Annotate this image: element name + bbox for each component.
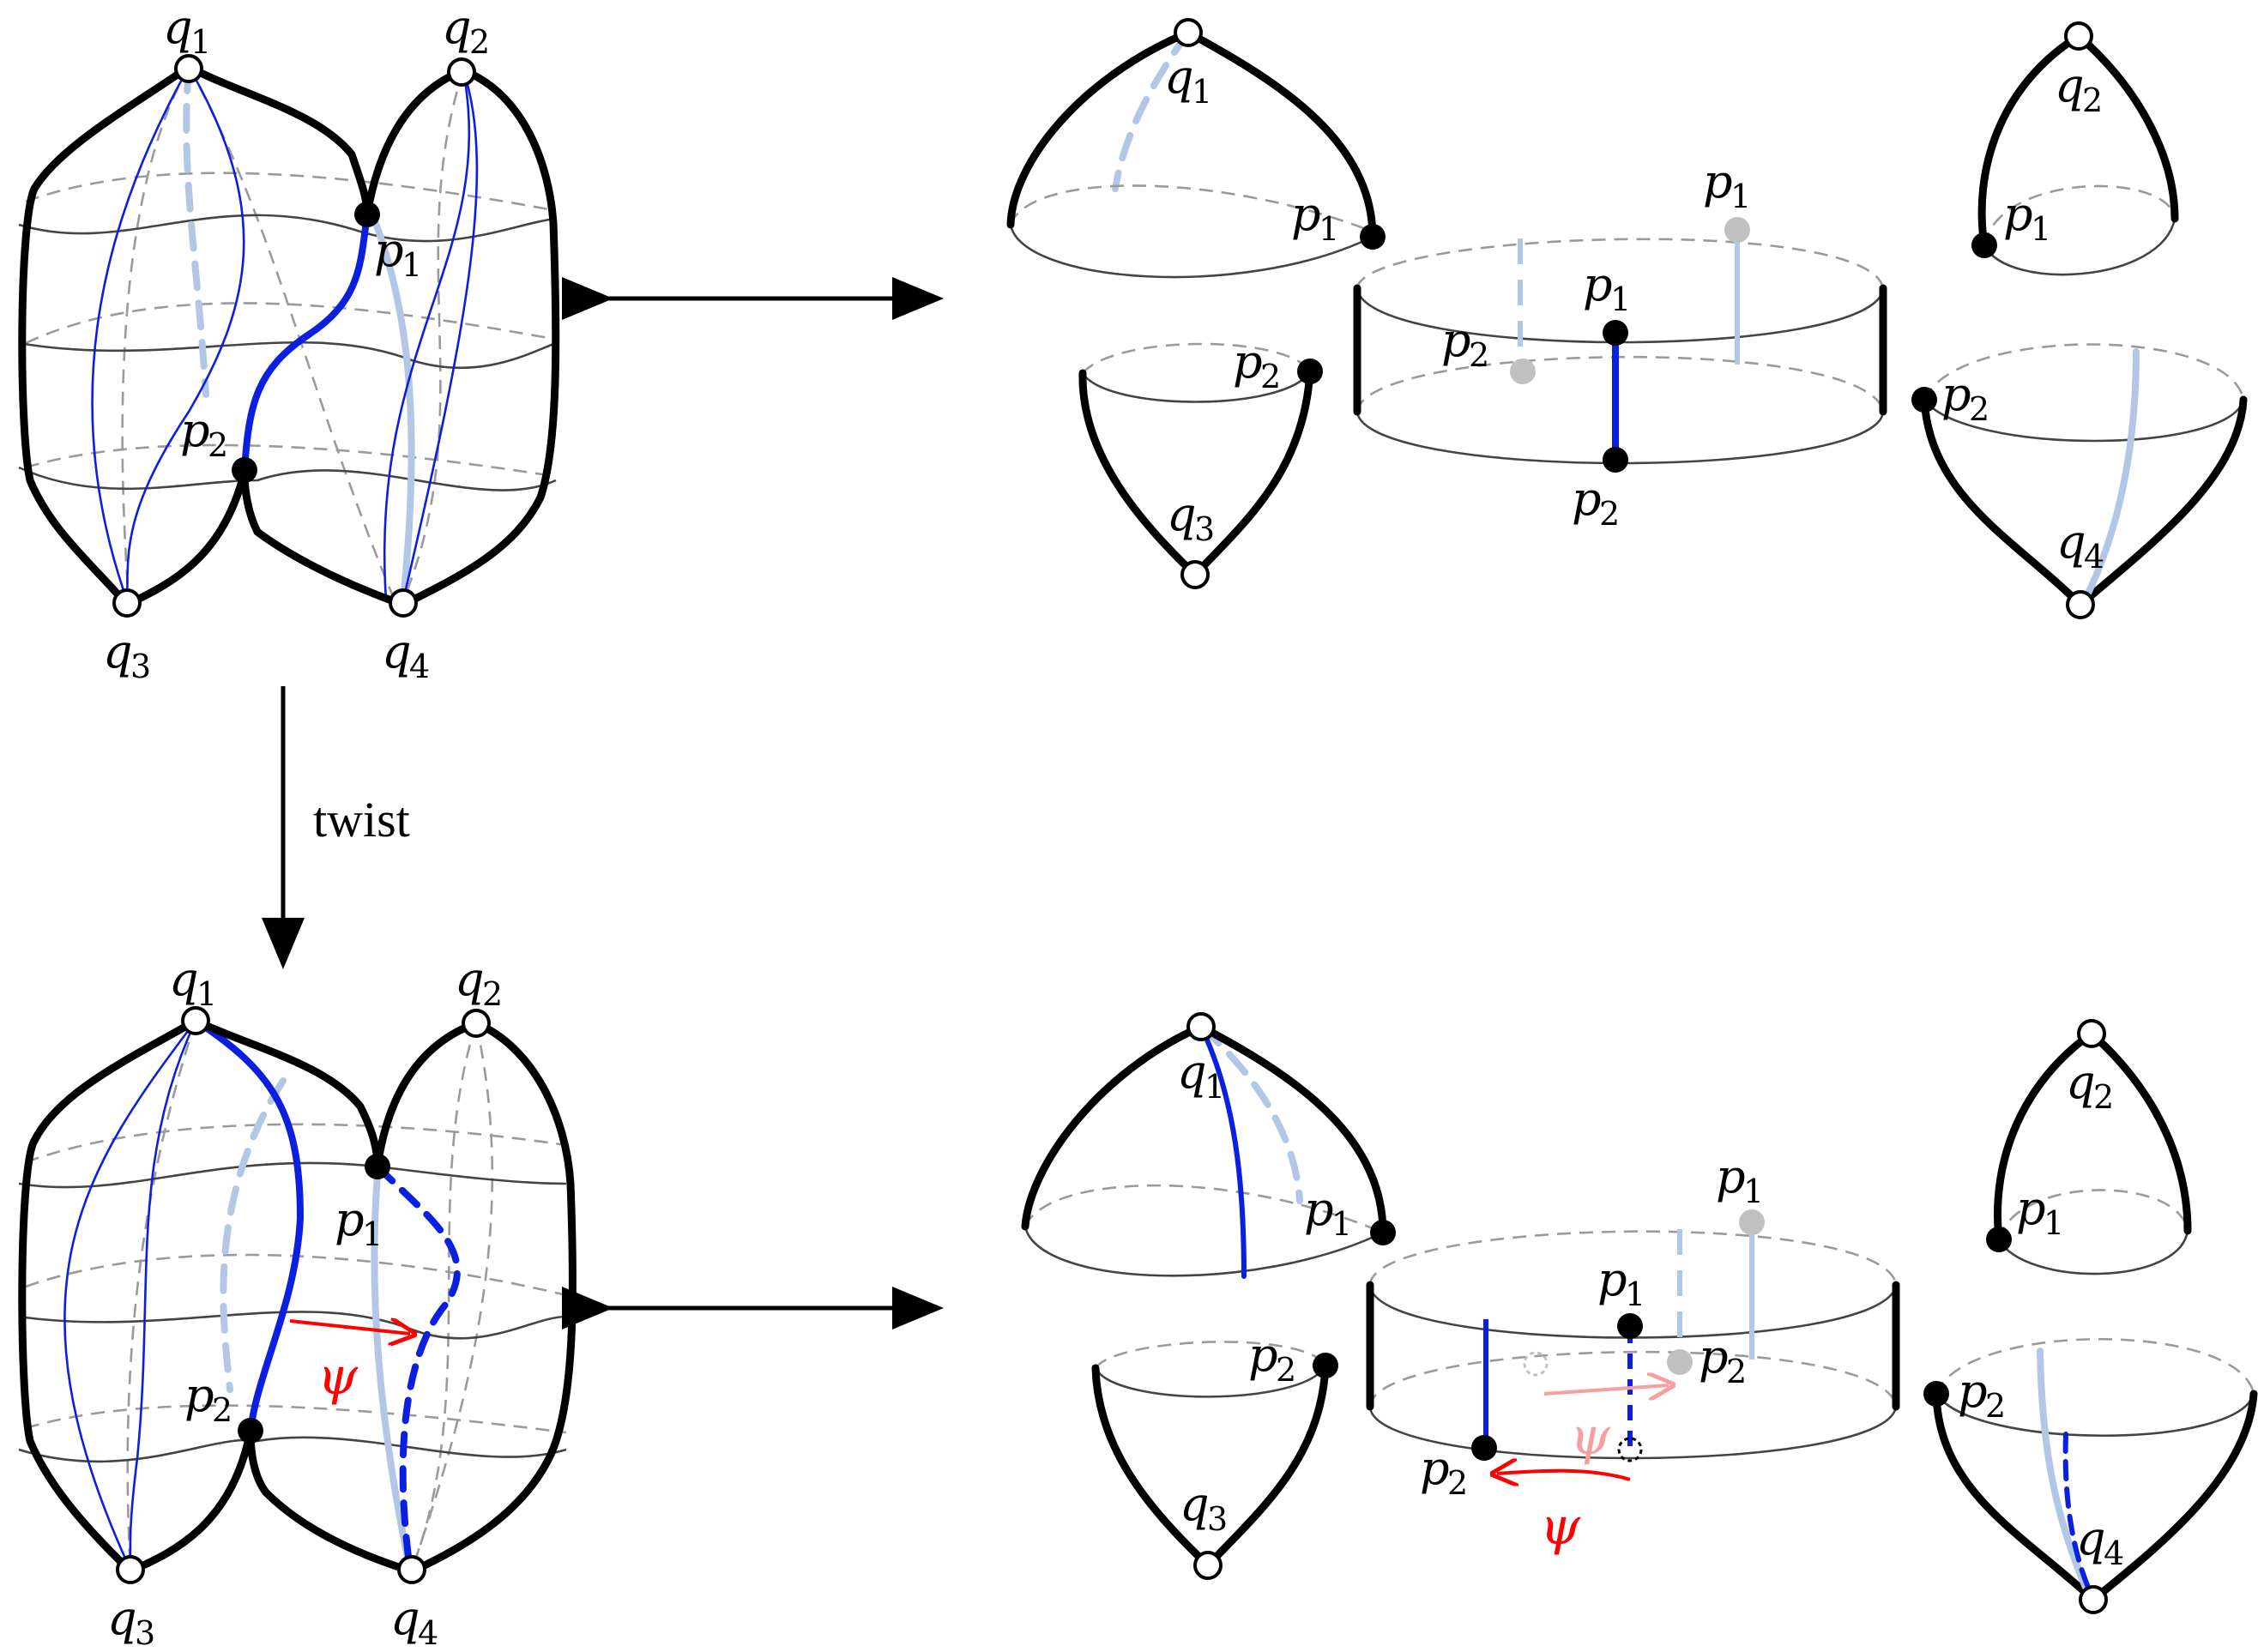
svg-text:4: 4 [418, 1614, 438, 1652]
svg-text:p: p [1716, 1149, 1746, 1203]
svg-text:1: 1 [1319, 210, 1339, 248]
svg-text:q: q [1164, 50, 1194, 104]
svg-text:q: q [2076, 1511, 2106, 1565]
svg-text:p: p [1441, 313, 1471, 367]
svg-text:q: q [390, 1591, 420, 1645]
svg-text:1: 1 [2031, 210, 2051, 248]
svg-text:3: 3 [1207, 1500, 1228, 1538]
svg-text:p: p [1941, 367, 1971, 421]
svg-text:p: p [1703, 154, 1733, 208]
svg-text:1: 1 [1204, 1068, 1225, 1106]
svg-text:3: 3 [130, 648, 151, 685]
label-p1: p [374, 223, 404, 277]
label-p2: p [180, 403, 210, 457]
svg-text:1: 1 [1610, 280, 1631, 318]
svg-text:q: q [169, 952, 199, 1006]
svg-text:1: 1 [362, 1215, 383, 1253]
svg-text:p: p [2003, 187, 2033, 241]
label-q4: q [382, 624, 412, 678]
svg-text:2: 2 [1599, 495, 1620, 533]
svg-text:2: 2 [208, 426, 228, 464]
svg-text:2: 2 [1447, 1464, 1468, 1502]
point-p1 [354, 202, 380, 227]
label-psi: ψ [317, 1347, 359, 1407]
svg-text:q: q [107, 1591, 137, 1645]
svg-text:2: 2 [469, 23, 490, 61]
svg-text:p: p [1291, 187, 1321, 241]
point-q4 [389, 588, 418, 618]
svg-text:p: p [1583, 257, 1613, 311]
svg-text:1: 1 [1743, 1173, 1764, 1210]
svg-text:p: p [2016, 1181, 2046, 1235]
svg-text:q: q [2055, 58, 2085, 112]
svg-text:p: p [1958, 1364, 1988, 1418]
svg-text:p: p [335, 1192, 365, 1246]
svg-text:2: 2 [2082, 81, 2103, 119]
svg-text:1: 1 [2044, 1204, 2064, 1242]
svg-text:q: q [2056, 515, 2086, 569]
svg-text:p: p [184, 1368, 214, 1422]
svg-text:q: q [1167, 487, 1197, 541]
svg-text:4: 4 [409, 648, 430, 685]
svg-text:3: 3 [135, 1614, 155, 1652]
svg-text:1: 1 [1192, 73, 1212, 111]
svg-text:q: q [1177, 1045, 1207, 1099]
svg-text:2: 2 [1985, 1387, 2006, 1425]
svg-text:p: p [1597, 1252, 1627, 1306]
svg-text:p: p [1572, 472, 1602, 526]
label-q3: q [103, 624, 133, 678]
svg-text:2: 2 [1969, 390, 1989, 428]
svg-text:2: 2 [1260, 358, 1281, 395]
svg-text:p: p [1699, 1329, 1729, 1384]
point-p2 [232, 457, 257, 483]
svg-text:1: 1 [196, 975, 217, 1013]
svg-text:q: q [2066, 1055, 2096, 1109]
svg-text:1: 1 [401, 246, 422, 284]
svg-text:1: 1 [1730, 178, 1751, 215]
svg-text:2: 2 [1469, 336, 1489, 374]
point-q2 [447, 57, 476, 87]
svg-text:ψ: ψ [1570, 1407, 1611, 1467]
svg-text:1: 1 [1625, 1275, 1645, 1313]
point-q3 [112, 588, 142, 618]
svg-text:4: 4 [2084, 538, 2104, 576]
svg-text:q: q [1180, 1477, 1210, 1531]
svg-text:2: 2 [1726, 1353, 1747, 1390]
svg-text:1: 1 [190, 23, 211, 61]
svg-text:ψ: ψ [1540, 1497, 1581, 1557]
svg-text:2: 2 [2093, 1078, 2114, 1116]
svg-text:4: 4 [2104, 1534, 2124, 1572]
twist-label: twist [313, 792, 410, 847]
svg-text:2: 2 [212, 1391, 232, 1429]
svg-text:p: p [1248, 1328, 1278, 1382]
svg-text:q: q [455, 952, 485, 1006]
svg-text:2: 2 [482, 975, 503, 1013]
svg-text:1: 1 [1331, 1205, 1352, 1243]
bottom-right-decomposition: q 1 p 1 q 3 p 2 ψ ψ p 1 p [1021, 1012, 2258, 1614]
bottom-left-surface: q 1 q 2 q 3 q 4 p 1 p 2 ψ [18, 952, 577, 1652]
svg-text:p: p [1233, 335, 1263, 389]
top-left-surface: q 1 q 2 q 3 q 4 p 1 p 2 [18, 0, 560, 685]
svg-text:p: p [1304, 1182, 1334, 1236]
top-right-decomposition: q 1 p 1 q 3 p 2 p 1 p 1 p 2 p 2 [1006, 18, 2248, 619]
label-q1: q [163, 0, 193, 54]
svg-text:p: p [1420, 1441, 1450, 1495]
svg-text:3: 3 [1194, 510, 1215, 548]
point-q1 [174, 54, 203, 83]
svg-text:2: 2 [1276, 1351, 1296, 1389]
label-q2: q [442, 0, 472, 54]
